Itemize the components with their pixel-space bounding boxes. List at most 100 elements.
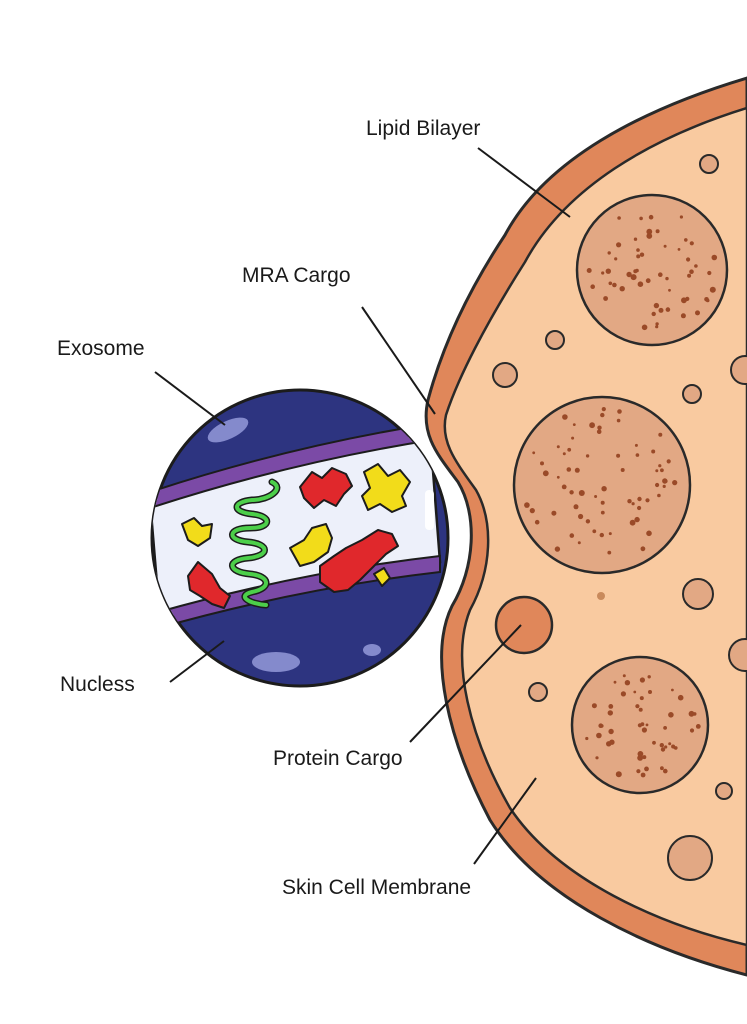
protein-blob-yellow <box>373 567 391 587</box>
vesicle-speck <box>585 519 591 524</box>
vesicle-speck <box>668 288 671 292</box>
vesicle-speck <box>644 766 649 772</box>
vesicle-speck <box>607 550 612 555</box>
vesicle-speck <box>601 407 606 412</box>
vesicle-speck <box>663 244 667 248</box>
vesicle-speck <box>636 254 641 259</box>
vesicle-speck <box>620 691 627 697</box>
vesicle-speck <box>636 769 641 774</box>
vesicle-speck <box>660 766 664 771</box>
leader-line-exosome <box>154 371 226 426</box>
vesicle-speck <box>680 313 686 319</box>
vesicle-speck <box>637 496 642 502</box>
vesicle-speck <box>562 452 566 456</box>
protein-blob-yellow <box>361 463 411 513</box>
label-mra-cargo: MRA Cargo <box>242 264 351 287</box>
vesicle-speck <box>601 271 605 275</box>
vesicle-speck <box>577 541 581 545</box>
vesicle-speck <box>608 281 613 286</box>
vesicle-speck <box>569 490 574 495</box>
protein-cargo-vesicle <box>494 595 554 655</box>
vesicle-speck <box>597 425 602 430</box>
label-exosome: Exosome <box>57 337 145 360</box>
protein-blob-red <box>319 529 399 593</box>
vesicle-speck <box>695 310 700 316</box>
vesicle-speck <box>664 745 668 749</box>
small-vesicles <box>492 154 747 881</box>
vesicle-speck <box>594 495 598 498</box>
vesicle-speck <box>653 302 660 309</box>
vesicle-speck <box>569 533 575 538</box>
vesicle-speck <box>648 214 654 220</box>
large-vesicles <box>512 193 729 795</box>
vesicle-speck <box>596 732 602 739</box>
vesicle-speck <box>616 453 621 458</box>
vesicle-speck <box>692 712 697 716</box>
vesicle-speck <box>592 529 597 534</box>
vesicle-speck <box>613 680 617 684</box>
vesicle-speck <box>624 680 631 686</box>
vesicle-speck <box>617 216 621 220</box>
vesicle-speck <box>709 286 716 293</box>
exosome-membrane-band-bottom <box>154 554 441 631</box>
vesicle-speck <box>578 490 585 496</box>
vesicle-speck <box>617 409 622 414</box>
vesicle-speck <box>658 272 663 278</box>
vesicle-speck <box>655 469 659 473</box>
small-vesicle <box>715 782 733 800</box>
vesicle-speck <box>612 282 617 288</box>
vesicle-speck <box>634 443 638 447</box>
exosome <box>150 388 450 688</box>
vesicle-speck <box>639 677 646 683</box>
vesicle-speck <box>687 273 692 278</box>
vesicle-speck <box>635 704 640 709</box>
vesicle-speck <box>540 461 544 466</box>
vesicle-speck <box>591 703 597 709</box>
vesicle-speck <box>620 468 625 472</box>
vesicle-speck <box>651 311 656 317</box>
vesicle-speck <box>586 268 592 273</box>
small-vesicle <box>682 578 714 610</box>
protein-cargo-blobs <box>181 463 411 609</box>
vesicle-speck <box>688 710 695 717</box>
vesicle-speck <box>689 269 694 275</box>
vesicle-speck <box>585 454 590 458</box>
vesicle-speck <box>626 271 632 278</box>
leader-lines <box>154 147 571 865</box>
vesicle-speck <box>641 727 648 733</box>
vesicle-speck <box>529 508 535 514</box>
vesicle-speck <box>655 325 659 329</box>
vesicle-speck <box>631 502 635 506</box>
vesicle-speck <box>590 284 595 290</box>
vesicle-speck <box>567 447 572 452</box>
vesicle-speck <box>694 264 698 268</box>
vesicle-speck <box>660 468 664 473</box>
small-vesicle <box>730 355 747 385</box>
vesicle-speck <box>636 248 640 252</box>
vesicle-speck <box>589 422 595 429</box>
vesicle-speck <box>571 436 575 440</box>
vesicle-speck <box>634 516 640 523</box>
label-skin-cell-membrane: Skin Cell Membrane <box>282 876 472 899</box>
vesicle-speck <box>655 322 659 326</box>
vesicle-speck <box>689 728 695 733</box>
vesicle-speck <box>646 530 652 537</box>
vesicle-speck <box>633 690 637 694</box>
protein-blob-yellow <box>181 517 213 547</box>
vesicle-speck <box>711 254 718 261</box>
vesicle-speck <box>561 484 567 490</box>
vesicle-speck <box>554 546 561 552</box>
vesicle-speck <box>663 768 668 774</box>
vesicle-speck <box>633 269 638 274</box>
vesicle-speck <box>658 432 663 437</box>
vesicle-speck <box>677 694 684 701</box>
vesicle-speck <box>672 480 678 486</box>
vesicle-speck <box>619 286 625 292</box>
small-vesicle <box>545 330 565 350</box>
exosome-highlight <box>252 652 300 672</box>
vesicle-speck <box>665 276 669 281</box>
vesicle-speck <box>679 215 684 219</box>
vesicle-speck <box>600 412 605 418</box>
vesicle-speck <box>641 324 648 331</box>
